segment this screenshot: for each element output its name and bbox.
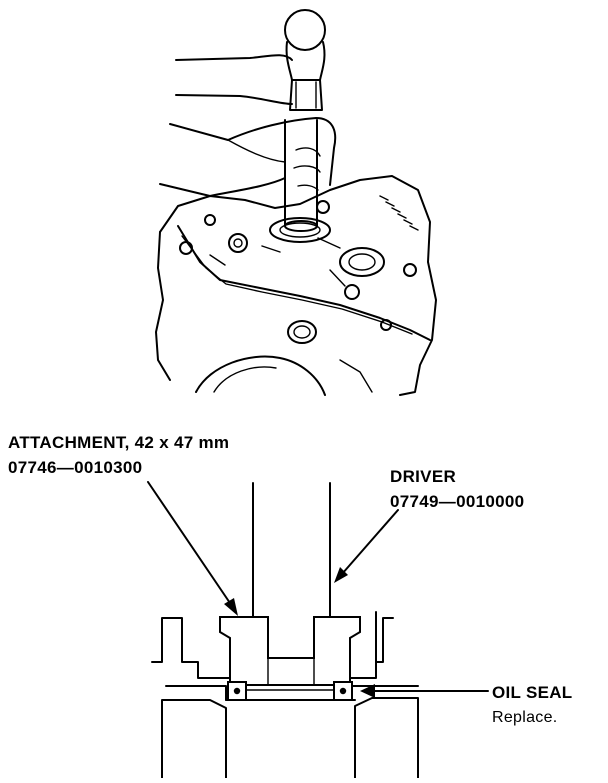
hammer-illustration (284, 9, 326, 111)
driver-part-number: 07749—0010000 (390, 492, 525, 511)
driver-name-label: DRIVER (390, 467, 457, 486)
attachment-part-number: 07746—0010300 (8, 458, 143, 477)
driver-section (252, 482, 331, 618)
oil-seal-name-label: OIL SEAL (492, 683, 573, 702)
driver-shaft-illustration (284, 119, 318, 232)
oil-seal-note: Replace. (492, 709, 558, 726)
oil-seal-leader-arrow (360, 684, 489, 698)
attachment-leader-arrow (147, 481, 238, 616)
oil-seal-section (227, 681, 353, 701)
attachment-name-label: ATTACHMENT, 42 x 47 mm (8, 433, 230, 452)
driver-leader-arrow (334, 509, 399, 583)
engine-case-illustration (155, 175, 437, 396)
hands-illustration (159, 54, 337, 197)
attachment-section (219, 616, 361, 686)
housing-section (151, 611, 419, 779)
